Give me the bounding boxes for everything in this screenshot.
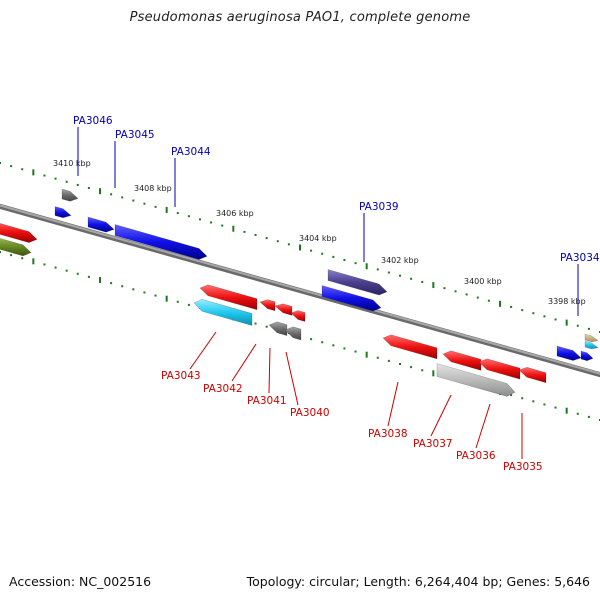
gene-label-pa3045: PA3045 — [115, 129, 155, 141]
gene-arrow — [193, 298, 253, 326]
leader-line — [231, 343, 257, 382]
gene-label-pa3042: PA3042 — [203, 383, 243, 395]
gene-arrow — [478, 358, 521, 380]
gene-arrow-body — [259, 299, 276, 312]
leader-line — [475, 403, 491, 449]
leader-line — [268, 347, 271, 394]
gene-arrow-body — [556, 345, 582, 361]
leader-line — [387, 381, 399, 427]
gene-arrow — [268, 321, 288, 337]
gene-label-pa3038: PA3038 — [368, 428, 408, 440]
gene-arrow — [61, 188, 79, 202]
gene-arrow — [54, 206, 72, 219]
gene-label-pa3040: PA3040 — [290, 407, 330, 419]
gene-arrow — [382, 334, 438, 360]
genome-title: Pseudomonas aeruginosa PAO1, complete ge… — [129, 10, 471, 25]
leader-line — [189, 331, 217, 370]
position-label: 3402 kbp — [381, 256, 419, 265]
gene-arrow-body — [0, 238, 32, 257]
gene-label-pa3043: PA3043 — [161, 370, 201, 382]
gene-arrow-body — [199, 284, 258, 311]
gene-arrow — [518, 366, 547, 384]
gene-arrow — [87, 216, 115, 233]
gene-arrow-body — [321, 285, 382, 312]
gene-arrow-body — [274, 303, 293, 316]
gene-arrow — [321, 285, 382, 312]
gene-arrow-body — [436, 363, 516, 397]
topology-label: Topology: circular; Length: 6,264,404 bp… — [246, 574, 590, 589]
labels: 3410 kbp 3408 kbp 3406 kbp 3404 kbp 3402 kbp… — [53, 115, 600, 473]
gene-arrow — [284, 326, 302, 341]
gene-arrow — [0, 223, 38, 243]
gene-arrow-body — [584, 340, 599, 350]
gene-arrow-body — [114, 224, 208, 260]
gene-arrow — [114, 224, 208, 260]
gene-arrow — [436, 363, 516, 397]
gene-arrow — [584, 340, 599, 350]
gene-arrow — [290, 310, 306, 322]
gene-arrow — [580, 350, 594, 362]
gene-label-pa3039: PA3039 — [359, 201, 399, 213]
gene-arrow-body — [61, 188, 79, 202]
position-label: 3404 kbp — [299, 234, 337, 243]
gene-features — [0, 188, 599, 397]
gene-label-pa3036: PA3036 — [456, 450, 496, 462]
gene-arrow — [259, 299, 276, 312]
gene-arrow-body — [327, 269, 388, 296]
gene-label-pa3041: PA3041 — [247, 395, 287, 407]
gene-arrow — [199, 284, 258, 311]
position-label: 3406 kbp — [216, 209, 254, 218]
gene-arrow — [274, 303, 293, 316]
gene-arrow-body — [290, 310, 306, 322]
gene-arrow — [556, 345, 582, 361]
gene-label-pa3034: PA3034 — [560, 252, 600, 264]
gene-arrow-body — [268, 321, 288, 337]
gene-arrow — [584, 333, 599, 343]
gene-arrow — [327, 269, 388, 296]
gene-arrow-body — [382, 334, 438, 360]
position-label: 3410 kbp — [53, 159, 91, 168]
gene-arrow — [0, 238, 32, 257]
gene-label-pa3044: PA3044 — [171, 146, 211, 158]
accession-label: Accession: NC_002516 — [9, 574, 152, 589]
genome-axis — [0, 203, 600, 378]
gene-arrow-body — [284, 326, 302, 341]
gene-arrow-body — [584, 333, 599, 343]
gene-arrow-body — [193, 298, 253, 326]
gene-label-pa3046: PA3046 — [73, 115, 113, 127]
gene-arrow-body — [54, 206, 72, 219]
leader-line — [285, 351, 299, 406]
position-label: 3398 kbp — [548, 297, 586, 306]
gene-arrow-body — [442, 350, 482, 371]
gene-arrow-body — [0, 223, 38, 243]
gene-arrow-body — [580, 350, 594, 362]
gene-arrow-body — [87, 216, 115, 233]
gene-arrow-body — [478, 358, 521, 380]
axis-line — [0, 204, 600, 375]
gene-label-pa3035: PA3035 — [503, 461, 543, 473]
gene-label-pa3037: PA3037 — [413, 438, 453, 450]
position-label: 3400 kbp — [464, 277, 502, 286]
leader-line — [430, 394, 452, 437]
gene-arrow-body — [518, 366, 547, 384]
position-label: 3408 kbp — [134, 184, 172, 193]
gene-arrow — [442, 350, 482, 371]
